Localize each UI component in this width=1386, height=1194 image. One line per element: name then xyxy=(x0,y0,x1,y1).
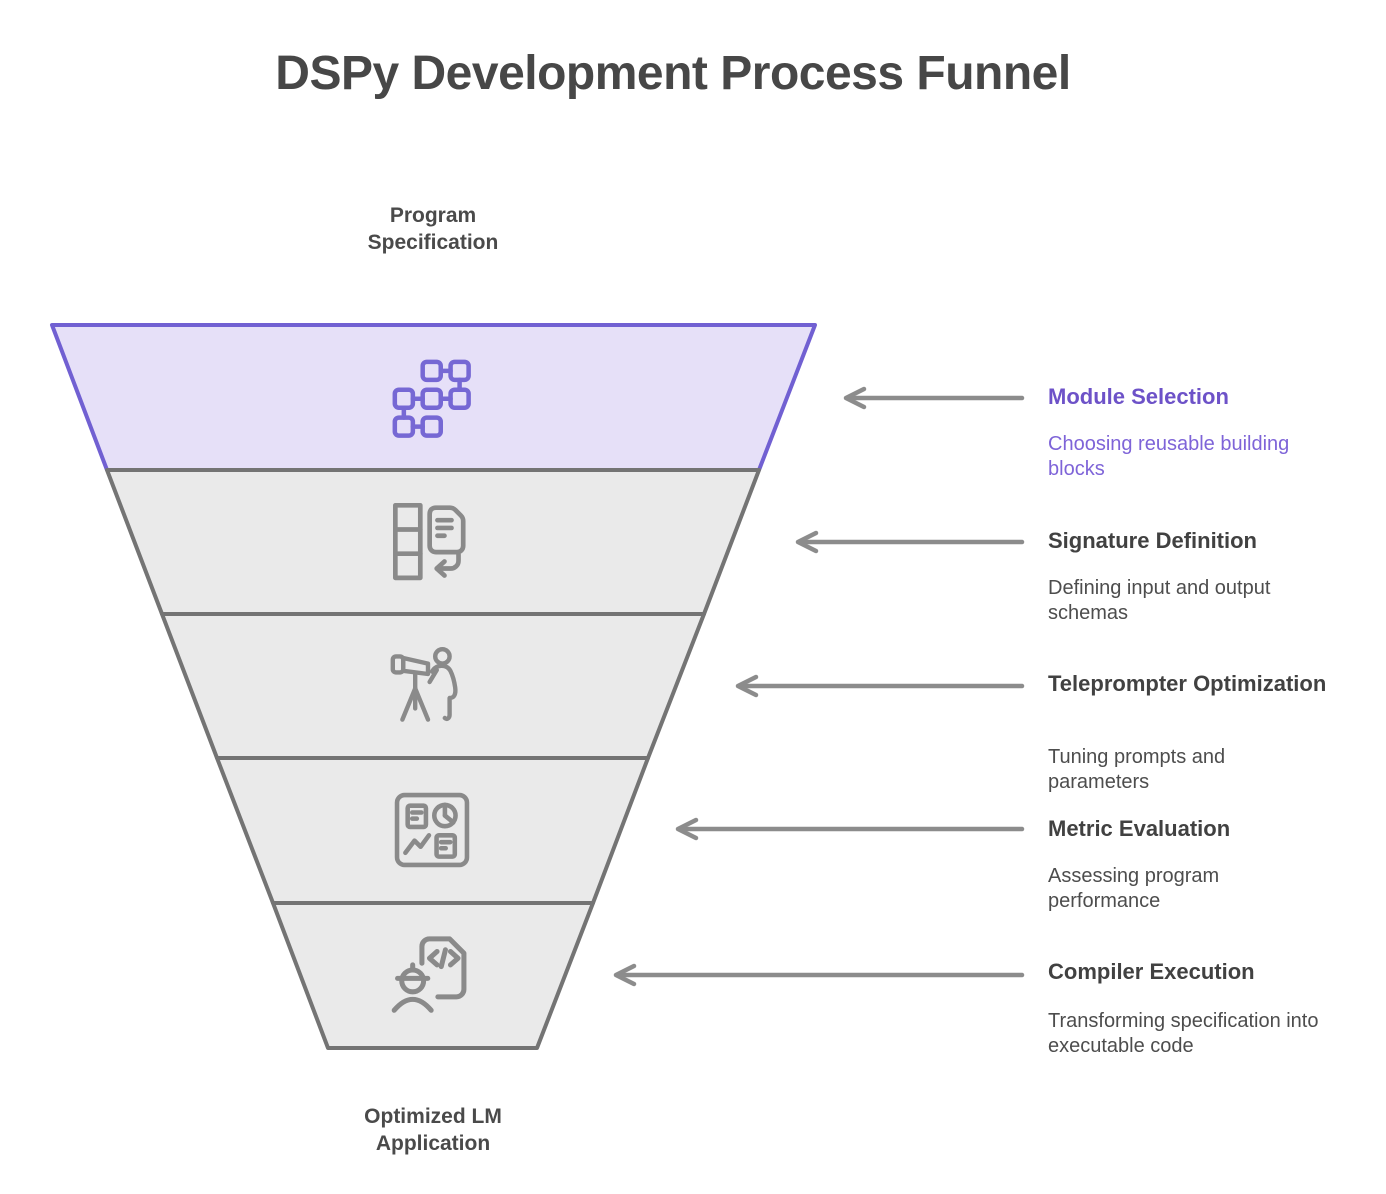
stage-description-compiler-execution: Transforming specification into executab… xyxy=(1048,1010,1319,1057)
stage-title-metric-evaluation: Metric Evaluation xyxy=(1048,816,1231,841)
stage-title-teleprompter-optimization: Teleprompter Optimization xyxy=(1048,671,1327,696)
stage-description-module-selection: Choosing reusable building blocks xyxy=(1048,433,1290,480)
stage-description-metric-evaluation: Assessing program performance xyxy=(1048,865,1220,912)
page-title: DSPy Development Process Funnel xyxy=(275,47,1071,100)
telescope-surveyor-icon xyxy=(390,647,458,722)
metrics-dashboard-icon xyxy=(394,792,470,868)
funnel-output-label: Optimized LM Application xyxy=(364,1105,502,1155)
funnel-segment-signature-definition xyxy=(105,468,761,616)
stage-description-teleprompter-optimization: Tuning prompts and parameters xyxy=(1048,746,1226,793)
modules-flowchart-icon xyxy=(392,359,471,438)
funnel-segment-teleprompter-optimization xyxy=(160,612,706,760)
funnel-segment-metric-evaluation xyxy=(215,756,650,905)
arrow-metric-evaluation xyxy=(675,817,1025,841)
arrow-signature-definition xyxy=(795,530,1025,554)
funnel-segment-compiler-execution xyxy=(271,901,595,1050)
engineer-code-document-icon xyxy=(391,936,467,1013)
stage-title-module-selection: Module Selection xyxy=(1048,384,1229,409)
stage-title-compiler-execution: Compiler Execution xyxy=(1048,959,1255,984)
schema-document-icon xyxy=(393,503,466,581)
arrow-module-selection xyxy=(843,386,1025,410)
arrow-compiler-execution xyxy=(613,963,1025,987)
funnel-segment-module-selection xyxy=(50,323,817,472)
funnel-input-label: Program Specification xyxy=(367,204,499,254)
arrow-teleprompter-optimization xyxy=(735,674,1025,698)
stage-title-signature-definition: Signature Definition xyxy=(1048,528,1257,553)
stage-description-signature-definition: Defining input and output schemas xyxy=(1048,577,1271,624)
